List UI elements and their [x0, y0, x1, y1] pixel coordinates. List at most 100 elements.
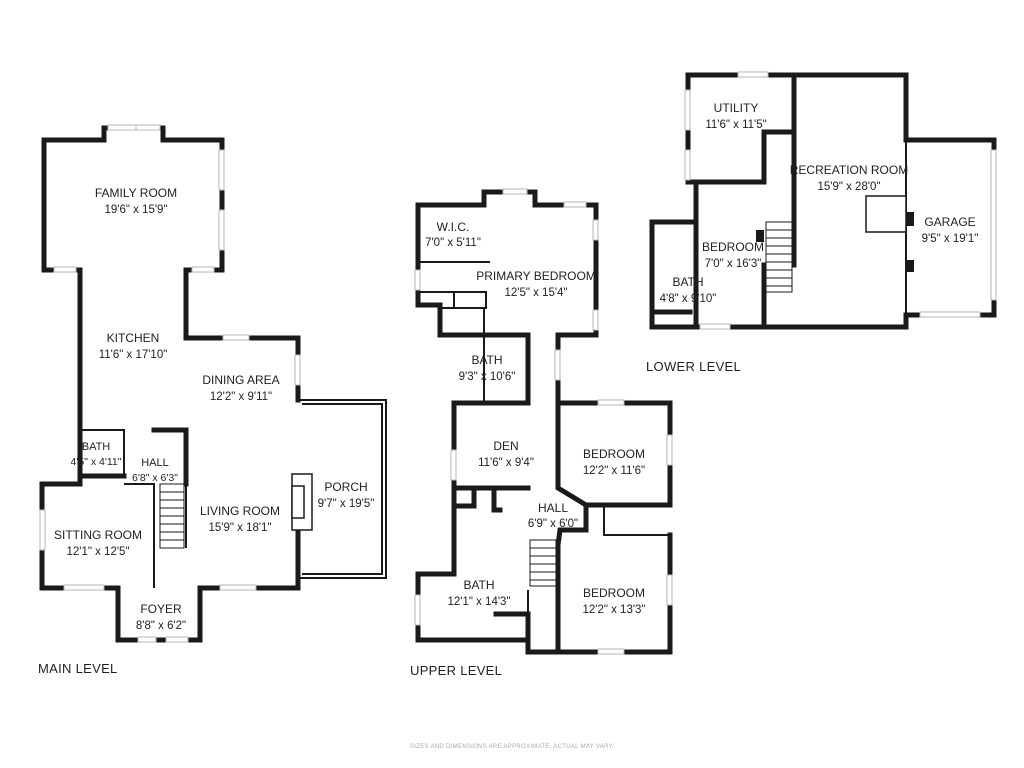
room-name-primary-bedroom: PRIMARY BEDROOM	[476, 269, 596, 283]
room-dim-bath-main: 4'5" x 4'11"	[71, 456, 122, 468]
room-name-hall-upper: HALL	[538, 501, 568, 515]
window	[554, 349, 561, 381]
window	[666, 434, 673, 466]
room-name-foyer: FOYER	[140, 602, 182, 616]
room-dim-wic: 7'0" x 5'11"	[425, 237, 481, 249]
upper-wall	[415, 189, 673, 508]
window	[222, 334, 250, 341]
upper-wall	[491, 485, 503, 513]
room-name-den: DEN	[493, 439, 518, 453]
stairs	[766, 229, 792, 287]
window	[137, 636, 157, 643]
lower-level-plan	[649, 71, 997, 330]
window	[597, 648, 625, 655]
room-dim-foyer: 8'8" x 6'2"	[136, 620, 186, 632]
window	[666, 574, 673, 606]
window	[990, 149, 997, 301]
room-name-utility: UTILITY	[714, 101, 759, 115]
window	[107, 124, 139, 131]
upper-wall	[418, 291, 487, 309]
room-dim-kitchen: 11'6" x 17'10"	[99, 349, 168, 361]
window	[699, 323, 731, 330]
window	[684, 149, 691, 181]
window	[39, 509, 46, 551]
room-dim-bedroom-lower: 7'0" x 16'3"	[705, 258, 762, 270]
wall-post	[906, 260, 914, 272]
porch-outline	[298, 399, 387, 579]
room-name-bath-main: BATH	[82, 441, 111, 453]
room-name-bath-lower: BATH	[672, 275, 703, 289]
window	[414, 594, 421, 626]
room-dim-porch: 9'7" x 19'5"	[318, 498, 375, 510]
upper-wall	[451, 400, 531, 491]
room-dim-garage: 9'5" x 19'1"	[922, 233, 979, 245]
porch-outline	[302, 403, 383, 575]
main-wall	[124, 483, 155, 588]
room-dim-hall-main: 6'8" x 6'3"	[132, 472, 178, 484]
room-dim-den: 11'6" x 9'4"	[478, 457, 534, 469]
room-dim-dining-area: 12'2" x 9'11"	[210, 391, 272, 403]
window	[592, 309, 599, 331]
disclaimer-text: SIZES AND DIMENSIONS ARE APPROXIMATE, AC…	[410, 744, 614, 750]
window	[294, 354, 301, 386]
room-name-bath-upper-1: BATH	[471, 353, 502, 367]
room-dim-bath-lower: 4'8" x 9'10"	[660, 293, 717, 305]
wall-post	[906, 212, 914, 226]
room-dim-bath-upper-1: 9'3" x 10'6"	[459, 371, 516, 383]
room-name-garage: GARAGE	[924, 215, 975, 229]
room-dim-bedroom-upper-2: 12'2" x 13'3"	[582, 604, 645, 616]
room-dim-living-room: 15'9" x 18'1"	[208, 522, 271, 534]
room-dim-sitting-room: 12'1" x 12'5"	[66, 546, 129, 558]
room-dim-recreation-room: 15'9" x 28'0"	[817, 181, 880, 193]
window	[53, 266, 77, 273]
stairs	[765, 221, 793, 293]
window	[414, 269, 421, 291]
room-name-wic: W.I.C.	[437, 220, 470, 234]
window	[502, 188, 528, 195]
room-dim-family-room: 19'6" x 15'9"	[104, 204, 167, 216]
wall-post	[756, 230, 764, 242]
level-label-upper: UPPER LEVEL	[410, 663, 502, 678]
room-name-porch: PORCH	[324, 480, 367, 494]
window	[219, 584, 257, 591]
room-name-bedroom-lower: BEDROOM	[702, 240, 764, 254]
room-name-bedroom-upper-2: BEDROOM	[583, 586, 645, 600]
room-name-recreation-room: RECREATION ROOM	[790, 163, 908, 177]
room-name-family-room: FAMILY ROOM	[95, 186, 177, 200]
window	[135, 124, 161, 131]
level-label-lower: LOWER LEVEL	[646, 359, 741, 374]
upper-level-plan	[414, 188, 673, 655]
room-name-kitchen: KITCHEN	[107, 331, 160, 345]
upper-wall	[451, 485, 477, 509]
stairs	[530, 547, 556, 581]
upper-wall	[555, 400, 673, 508]
fireplace	[291, 485, 305, 519]
window	[597, 399, 625, 406]
upper-wall	[493, 611, 531, 643]
room-dim-bath-upper-2: 12'1" x 14'3"	[447, 596, 510, 608]
room-name-sitting-room: SITTING ROOM	[54, 528, 142, 542]
room-name-bath-upper-2: BATH	[463, 578, 494, 592]
room-name-living-room: LIVING ROOM	[200, 504, 280, 518]
window	[63, 584, 105, 591]
window	[919, 311, 981, 318]
garage-step	[865, 195, 907, 233]
window	[218, 209, 225, 251]
room-name-dining-area: DINING AREA	[202, 373, 279, 387]
upper-wall	[555, 502, 589, 655]
room-dim-bedroom-upper-1: 12'2" x 11'6"	[583, 465, 645, 477]
room-name-bedroom-upper-1: BEDROOM	[583, 447, 645, 461]
stairs	[160, 491, 184, 541]
window	[191, 266, 215, 273]
window	[450, 449, 457, 481]
room-dim-primary-bedroom: 12'5" x 15'4"	[504, 287, 567, 299]
window	[592, 219, 599, 241]
window	[563, 201, 587, 208]
main-wall	[80, 429, 125, 476]
upper-wall	[603, 505, 670, 536]
room-dim-hall-upper: 6'9" x 6'0"	[528, 518, 578, 530]
window	[165, 636, 189, 643]
room-name-hall-main: HALL	[141, 457, 169, 469]
main-level-plan	[39, 124, 387, 643]
